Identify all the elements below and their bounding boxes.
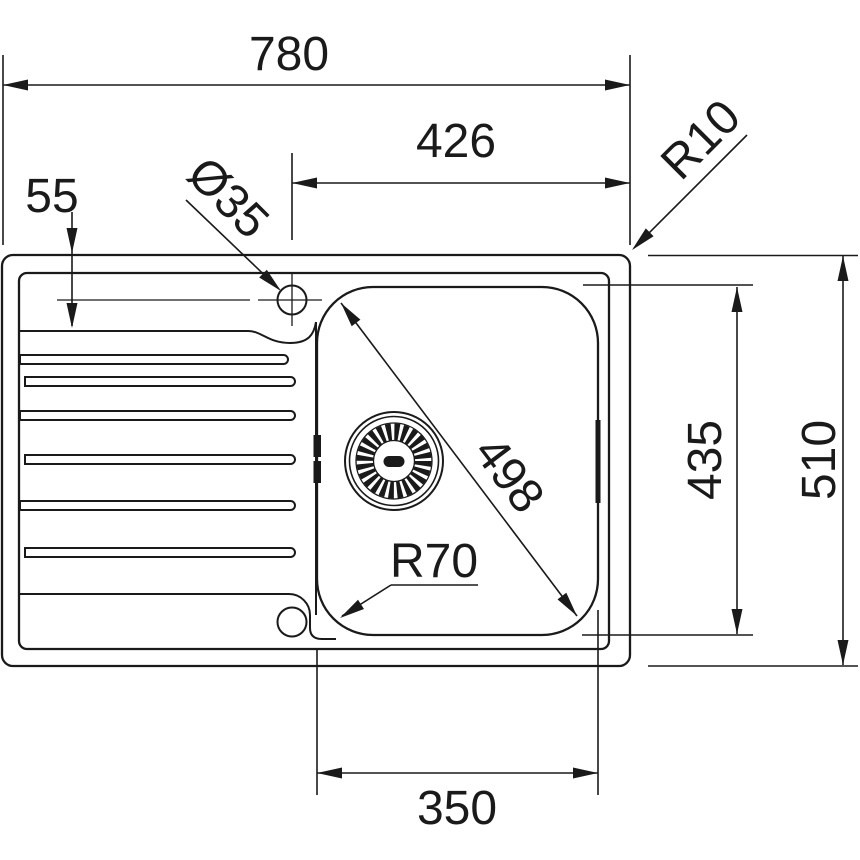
arrowhead: [632, 228, 654, 250]
drain-knob: [383, 456, 405, 467]
dimension-ledge: 55: [25, 170, 79, 328]
overflow-mark-right: [595, 420, 601, 503]
tap-hole: [57, 272, 322, 326]
dimension-label-498: 498: [464, 427, 555, 523]
groove-1: [19, 354, 289, 365]
dimension-bowl-corner-radius: R70: [340, 535, 478, 618]
groove-2: [24, 376, 296, 387]
arrowhead: [341, 303, 361, 327]
drain-inner-ring: [348, 415, 440, 507]
sink-inner-edge: [17, 271, 611, 651]
arrowhead: [557, 592, 577, 616]
dimension-label-350: 350: [417, 782, 497, 835]
dimension-bowl-width: 350: [316, 610, 599, 835]
leader-line: [633, 134, 748, 249]
dimension-bowl-length: 435: [582, 284, 753, 636]
top-ledge-edge: [19, 321, 317, 345]
arrowhead: [605, 177, 630, 189]
drain-strainer: [344, 411, 444, 511]
dimension-corner-radius: R10: [632, 90, 751, 250]
arrowhead: [3, 79, 28, 91]
arrowhead: [837, 640, 849, 665]
dimension-label-r10: R10: [651, 90, 751, 190]
dimension-label-435: 435: [679, 420, 732, 500]
accessory-hole: [276, 606, 308, 638]
overflow-marks: [313, 420, 601, 503]
dimension-label-d35: Ø35: [177, 147, 279, 249]
dimension-label-r70: R70: [390, 535, 478, 588]
drainboard-grooves: [19, 354, 296, 558]
strainer-outer-edge: [355, 422, 433, 500]
sink-body: [0, 253, 632, 668]
groove-3: [19, 410, 296, 421]
drain-outer-ring: [344, 411, 444, 511]
dimension-overall-depth: 510: [648, 254, 858, 667]
groove-5: [19, 500, 296, 511]
arrowhead: [605, 79, 630, 91]
overflow-mark-left-1: [313, 435, 321, 457]
dimension-tap-offset: 426: [291, 115, 630, 240]
arrowhead: [317, 767, 342, 779]
arrowhead: [340, 599, 364, 618]
groove-6: [24, 547, 296, 558]
arrowhead: [731, 609, 743, 634]
dimension-label-780: 780: [249, 28, 329, 81]
arrowhead: [837, 256, 849, 281]
groove-4: [24, 454, 296, 465]
arrowhead: [66, 303, 78, 328]
arrowhead: [731, 287, 743, 312]
arrowhead: [292, 177, 317, 189]
dimension-label-510: 510: [793, 420, 846, 500]
sink-outer-edge: [0, 253, 632, 668]
dimension-label-55: 55: [25, 170, 78, 223]
arrowhead: [66, 228, 78, 253]
strainer-spokes: [356, 423, 432, 499]
dimension-overall-width: 780: [2, 28, 631, 245]
bottom-ledge-edge: [19, 593, 336, 640]
dimension-line: [340, 302, 578, 617]
overflow-mark-left-2: [313, 461, 321, 483]
dimension-tap-hole-diameter: Ø35: [177, 147, 281, 291]
arrowhead: [259, 269, 281, 291]
arrowhead: [573, 767, 598, 779]
strainer-inner-edge: [372, 439, 416, 483]
dimension-label-426: 426: [416, 115, 496, 168]
